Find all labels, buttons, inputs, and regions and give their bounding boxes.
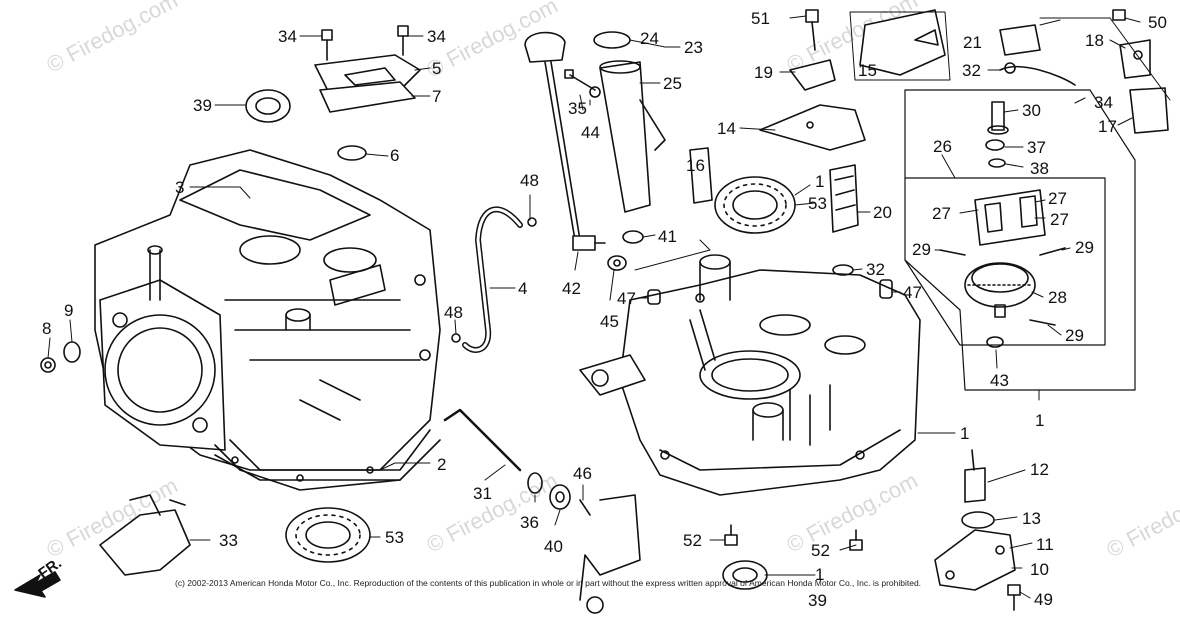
callout-5: 5 [432, 59, 442, 78]
callout-34: 34 [1094, 93, 1113, 112]
callout-48: 48 [444, 303, 463, 322]
callout-23: 23 [684, 38, 703, 57]
callout-30: 30 [1022, 101, 1041, 120]
callout-27: 27 [932, 204, 951, 223]
crankcase-cover-drawing [579, 254, 921, 496]
callout-9: 9 [64, 301, 74, 320]
callout-40: 40 [544, 537, 563, 556]
callout-1: 1 [815, 565, 825, 584]
callout-43: 43 [990, 371, 1009, 390]
callout-53: 53 [385, 528, 404, 547]
callout-42: 42 [562, 279, 581, 298]
callout-27: 27 [1050, 210, 1069, 229]
callout-41: 41 [658, 227, 677, 246]
leader-lines [47, 15, 1141, 599]
callout-48: 48 [520, 171, 539, 190]
callout-32: 32 [962, 61, 981, 80]
callout-21: 21 [963, 33, 982, 52]
callout-27: 27 [1048, 189, 1067, 208]
cylinder-block-drawing [94, 149, 441, 482]
callout-39: 39 [193, 96, 212, 115]
callout-52: 52 [683, 531, 702, 550]
callout-37: 37 [1027, 138, 1046, 157]
front-arrow-icon [14, 571, 61, 598]
callout-35: 35 [568, 99, 587, 118]
callout-26: 26 [933, 137, 952, 156]
callout-1: 1 [960, 424, 970, 443]
callout-14: 14 [717, 119, 736, 138]
copyright-notice: (c) 2002-2013 American Honda Motor Co., … [175, 578, 922, 588]
callout-50: 50 [1148, 13, 1167, 32]
callout-33: 33 [219, 531, 238, 550]
callout-39: 39 [808, 591, 827, 610]
callout-17: 17 [1098, 117, 1117, 136]
callout-36: 36 [520, 513, 539, 532]
callout-13: 13 [1022, 509, 1041, 528]
callout-11: 11 [1036, 535, 1054, 554]
callout-53: 53 [808, 194, 827, 213]
callout-45: 45 [600, 312, 619, 331]
callout-1: 1 [1035, 411, 1045, 430]
callout-25: 25 [663, 74, 682, 93]
callout-47: 47 [617, 289, 636, 308]
callout-16: 16 [686, 156, 705, 175]
callout-6: 6 [390, 146, 400, 165]
callout-46: 46 [573, 464, 592, 483]
callout-12: 12 [1030, 460, 1049, 479]
callout-3: 3 [175, 178, 185, 197]
callout-4: 4 [518, 279, 528, 298]
callout-52: 52 [811, 541, 830, 560]
callout-34: 34 [278, 27, 297, 46]
callout-15: 15 [858, 61, 877, 80]
callout-29: 29 [912, 240, 931, 259]
callout-18: 18 [1085, 31, 1104, 50]
callout-10: 10 [1030, 560, 1049, 579]
callout-8: 8 [42, 319, 52, 338]
callout-31: 31 [473, 484, 492, 503]
callout-7: 7 [432, 87, 442, 106]
callout-29: 29 [1065, 326, 1084, 345]
callout-1: 1 [815, 172, 825, 191]
callout-51: 51 [751, 9, 770, 28]
callout-47: 47 [903, 283, 922, 302]
callout-34: 34 [427, 27, 446, 46]
callout-2: 2 [437, 455, 447, 474]
callout-28: 28 [1048, 288, 1067, 307]
callout-19: 19 [754, 63, 773, 82]
callout-20: 20 [873, 203, 892, 222]
callout-44: 44 [581, 123, 600, 142]
callout-29: 29 [1075, 238, 1094, 257]
callout-49: 49 [1034, 590, 1053, 609]
callout-24: 24 [640, 29, 659, 48]
callout-38: 38 [1030, 159, 1049, 178]
callout-32: 32 [866, 260, 885, 279]
